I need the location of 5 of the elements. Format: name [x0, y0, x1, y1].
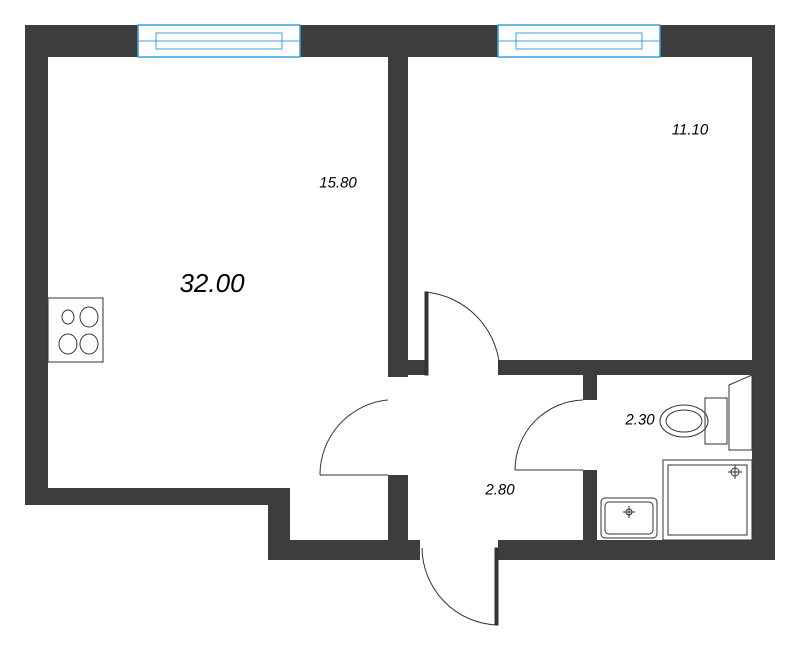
- room-area-label: 11.10: [672, 122, 708, 138]
- total-area-label: 32.00: [179, 270, 245, 296]
- room-area-label: 2.80: [485, 482, 515, 498]
- room-area-label: 2.30: [625, 412, 655, 428]
- room-area-label: 15.80: [319, 176, 357, 190]
